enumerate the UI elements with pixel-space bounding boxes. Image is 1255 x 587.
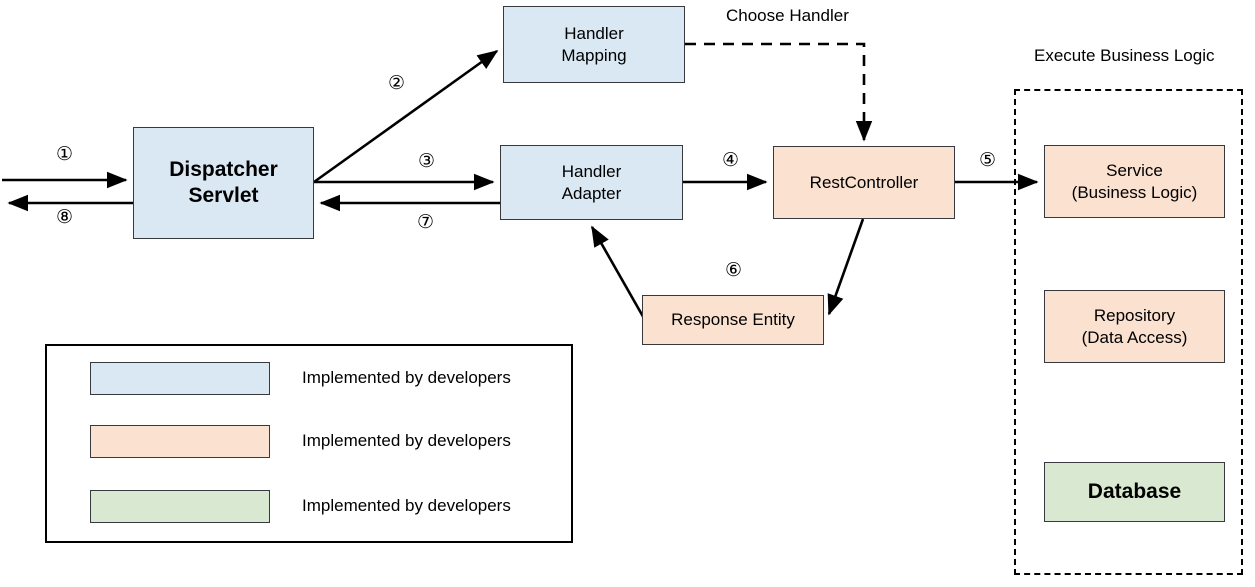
node-database[interactable]: Database — [1044, 462, 1225, 522]
node-repository[interactable]: Repository (Data Access) — [1044, 290, 1225, 363]
node-response-entity[interactable]: Response Entity — [642, 295, 824, 345]
legend-swatch-peach — [90, 425, 270, 458]
node-service[interactable]: Service (Business Logic) — [1044, 145, 1225, 218]
step-marker-5: ⑤ — [979, 150, 997, 171]
edge-label-choose-handler: Choose Handler — [726, 6, 849, 25]
step-marker-4: ④ — [722, 150, 740, 171]
node-handler-adapter[interactable]: Handler Adapter — [500, 145, 683, 220]
legend-label-blue: Implemented by developers — [302, 368, 511, 387]
step-marker-3: ③ — [418, 151, 436, 172]
legend-label-peach: Implemented by developers — [302, 431, 511, 450]
conn-response-to-adapter — [590, 225, 647, 321]
step-marker-2: ② — [388, 73, 406, 94]
step-marker-6: ⑥ — [725, 260, 743, 281]
node-dispatcher-servlet[interactable]: Dispatcher Servlet — [133, 127, 314, 239]
node-restcontroller[interactable]: RestController — [773, 146, 955, 219]
step-marker-8: ⑧ — [56, 207, 74, 228]
step-marker-1: ① — [56, 144, 74, 165]
node-handler-mapping[interactable]: Handler Mapping — [503, 6, 685, 83]
business-logic-group-caption: Execute Business Logic — [1034, 46, 1215, 65]
conn-to-mapping — [313, 49, 499, 184]
business-logic-group — [1014, 89, 1243, 575]
conn-choose-handler — [685, 42, 873, 142]
legend-swatch-green — [90, 490, 270, 523]
step-marker-7: ⑦ — [417, 212, 435, 233]
legend-label-green: Implemented by developers — [302, 496, 511, 515]
legend-swatch-blue — [90, 362, 270, 395]
conn-rest-to-response — [827, 218, 865, 316]
